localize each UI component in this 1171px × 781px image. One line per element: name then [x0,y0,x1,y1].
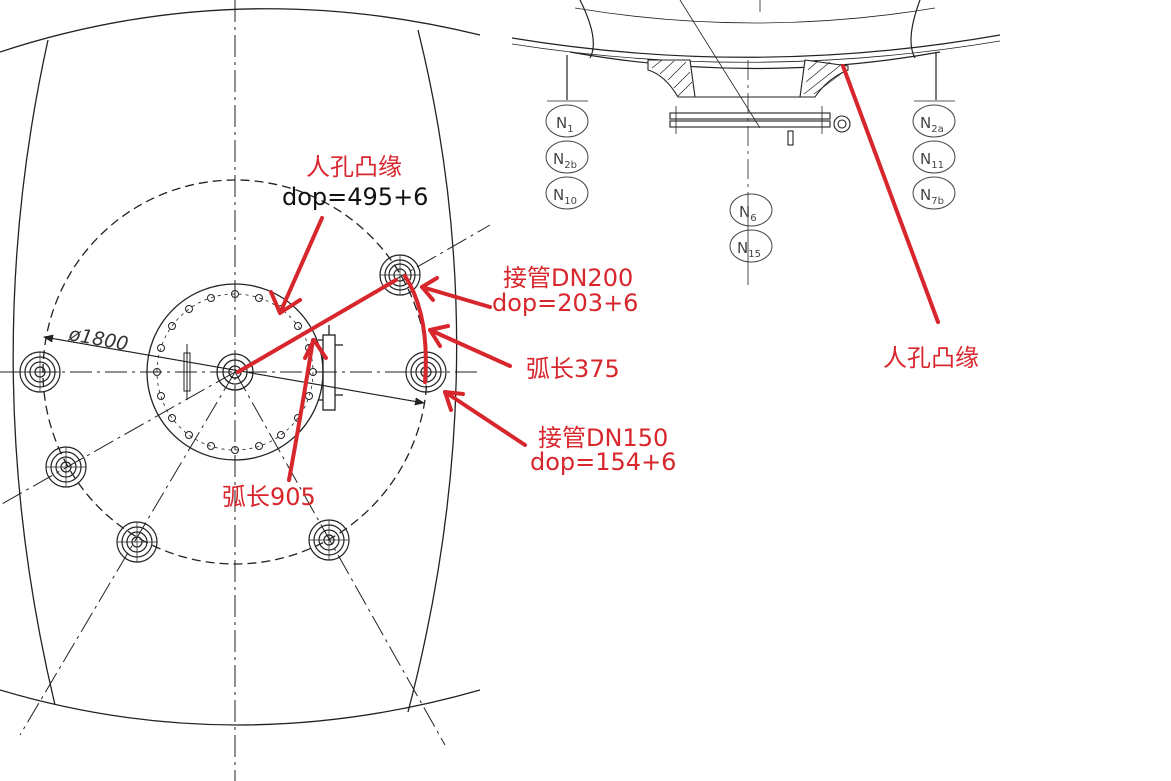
nozzle-label-n11: N11 [920,150,944,171]
nozzle-dn150-dop-label: dop=154+6 [530,448,676,476]
nozzle-bottom-left-flange [116,521,158,563]
annotation-lines [236,64,940,482]
diameter-label: ø1800 [66,323,130,355]
nozzle-label-n1: N1 [556,114,574,135]
manhole-flange-right-leader [841,64,940,324]
dn200-arrow [420,285,492,309]
head-outline-left [12,39,56,706]
nozzle-dn200-dop-label: dop=203+6 [492,289,638,317]
shell-upper-arc [511,34,1001,58]
manhole-flange-arrow [278,216,324,315]
head-inner-arc [579,0,594,59]
nozzle-flanges [19,254,447,563]
manhole-dop-label: dop=495+6 [282,183,428,211]
arc-375-arrow [428,328,512,368]
head-outline-top [0,8,481,53]
nozzle-dn200-label: 接管DN200 [503,264,633,292]
nozzle-dn150-label: 接管DN150 [538,424,668,452]
nozzle-label-n15: N15 [737,239,761,260]
manhole-flange-label: 人孔凸缘 [306,153,402,181]
nozzle-label-n10: N10 [553,186,577,207]
nozzle-label-n7b: N7b [920,186,944,207]
nozzle-lower-left-flange [45,446,87,488]
nozzle-label-n2a: N2a [920,114,944,135]
shell-lower-arc [511,40,1001,63]
nozzle-left-flange [19,351,61,393]
manhole-flange-section [647,59,851,146]
head-outline-bottom [0,689,481,726]
annotation-texts: 人孔凸缘 dop=495+6 接管DN200 dop=203+6 弧长375 接… [222,153,979,511]
nozzle-label-n6: N6 [739,203,757,224]
manhole-center-hub [216,353,254,391]
manhole-flange-right-label: 人孔凸缘 [883,344,979,372]
nozzle-label-group [545,104,956,263]
arc-375-curve [403,274,428,384]
nozzle-bottom-right-flange [308,519,350,561]
radial-line-annotation [236,278,398,374]
manhole-bolt-circle [156,293,314,451]
arc-375-label: 弧长375 [526,355,620,383]
head-plan-view [0,0,491,781]
nozzle-label-n2b: N2b [553,150,577,171]
section-view [511,0,1001,285]
nozzle-dn200-flange [379,254,421,296]
arc-905-curve [287,338,315,482]
radial-centerline-2 [0,371,236,506]
dn150-arrow [443,390,527,447]
head-outline-right [407,29,458,713]
arc-905-label: 弧长905 [222,483,316,511]
radial-centerline-4 [234,371,446,746]
